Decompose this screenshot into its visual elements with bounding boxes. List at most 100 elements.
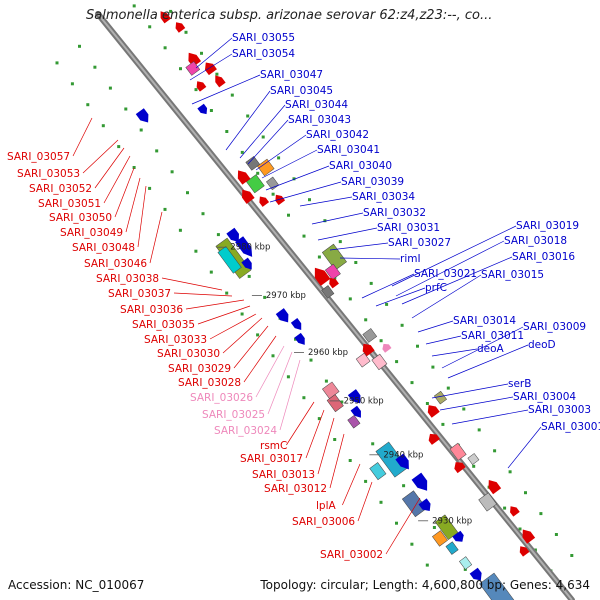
- track-dot: [225, 130, 229, 133]
- kbp-label: 2980 kbp: [230, 243, 270, 253]
- track-dot: [379, 339, 383, 343]
- track-dot: [200, 51, 203, 55]
- label-leader-line: [265, 165, 330, 191]
- gene-arrow: [294, 332, 305, 345]
- gene-label-right: SARI_03009: [523, 321, 586, 333]
- track-dot: [410, 381, 414, 385]
- label-leader-line: [447, 344, 529, 379]
- label-leader-line: [317, 227, 378, 241]
- gene-block-group: [246, 174, 265, 194]
- track-dot: [93, 65, 97, 69]
- gene-block-group: [401, 490, 427, 518]
- gene-block: [432, 530, 448, 547]
- label-leader-line: [161, 277, 223, 291]
- gene-label-left: SARI_03037: [108, 288, 171, 300]
- gene-block-group: [217, 246, 242, 274]
- gene-block: [326, 394, 344, 413]
- gene-label-right: deoA: [477, 343, 505, 355]
- track-dot: [369, 281, 373, 285]
- gene-arrow-group: [347, 389, 361, 404]
- track-dot: [148, 186, 152, 190]
- gene-label-left: SARI_03029: [168, 363, 231, 375]
- gene-label-left: SARI_03049: [60, 227, 123, 239]
- label-leader-line: [431, 383, 509, 399]
- track-dot: [292, 177, 296, 181]
- track-dot: [247, 274, 251, 278]
- gene-label-right: SARI_03054: [232, 48, 295, 60]
- gene-label-right: SARI_03039: [341, 176, 404, 188]
- gene-label-left: SARI_03053: [17, 168, 80, 180]
- label-leader-line: [401, 256, 513, 305]
- label-leader-line: [361, 273, 415, 299]
- topology-label: Topology: circular; Length: 4,600,800 bp…: [260, 578, 590, 592]
- gene-label-right: SARI_03027: [388, 237, 451, 249]
- gene-block: [185, 61, 201, 76]
- gene-block: [362, 328, 378, 343]
- track-dot: [246, 114, 250, 118]
- gene-label-left: lplA: [316, 500, 336, 512]
- gene-arrow: [204, 62, 217, 76]
- gene-label-left: SARI_03051: [38, 198, 101, 210]
- track-dot: [117, 145, 121, 149]
- track-dot: [400, 323, 404, 327]
- gene-block-group: [478, 492, 497, 512]
- gene-label-left: SARI_03012: [264, 483, 327, 495]
- track-dot: [425, 402, 429, 405]
- gene-block: [449, 442, 467, 461]
- track-dot: [230, 93, 234, 97]
- track-dot: [78, 44, 81, 48]
- gene-label-right: rimI: [400, 253, 421, 265]
- label-leader-line: [72, 117, 93, 157]
- kbp-label: 2930 kbp: [432, 516, 472, 526]
- label-leader-line: [339, 257, 401, 260]
- gene-arrow-group: [452, 530, 464, 542]
- gene-arrow: [226, 227, 239, 242]
- track-dot: [163, 46, 167, 50]
- track-dot: [139, 128, 143, 132]
- gene-arrow: [237, 170, 251, 185]
- label-leader-line: [191, 74, 261, 105]
- gene-label-left: SARI_03046: [84, 258, 147, 270]
- gene-label-left: SARI_03024: [214, 425, 277, 437]
- gene-arrow: [382, 343, 392, 353]
- gene-block-group: [245, 155, 261, 171]
- track-dot: [317, 417, 321, 421]
- gene-arrow: [488, 480, 502, 495]
- gene-block-group: [326, 394, 344, 413]
- track-dot: [163, 207, 167, 211]
- track-dot: [524, 491, 527, 495]
- label-leader-line: [317, 417, 335, 475]
- label-leader-line: [225, 90, 271, 151]
- gene-label-left: SARI_03028: [178, 377, 241, 389]
- label-leader-line: [209, 313, 257, 340]
- track-dot: [194, 249, 198, 253]
- gene-arrow: [452, 530, 464, 542]
- gene-arrow: [329, 277, 339, 289]
- track-dot: [446, 386, 450, 390]
- label-leader-line: [269, 181, 342, 203]
- gene-arrow: [235, 236, 253, 257]
- gene-arrow: [275, 194, 286, 206]
- label-leader-line: [311, 212, 364, 225]
- track-dot: [503, 506, 507, 510]
- gene-block: [324, 263, 341, 281]
- track-dot: [518, 527, 522, 531]
- gene-label-left: SARI_03038: [96, 273, 159, 285]
- label-leader-line: [197, 305, 251, 325]
- label-leader-line: [82, 139, 119, 174]
- gene-arrow: [362, 343, 375, 357]
- track-dot: [271, 354, 275, 358]
- track-dot: [169, 9, 173, 13]
- gene-arrow: [290, 318, 302, 331]
- label-leader-line: [255, 345, 285, 398]
- label-leader-line: [103, 155, 131, 204]
- gene-block: [478, 492, 497, 512]
- track-dot: [508, 470, 512, 474]
- gene-arrow-group: [350, 405, 361, 418]
- label-leader-line: [243, 335, 277, 383]
- gene-label-right: SARI_03004: [513, 391, 576, 403]
- gene-arrow-group: [226, 227, 239, 242]
- gene-block-group: [257, 158, 275, 177]
- track-dot: [261, 135, 265, 139]
